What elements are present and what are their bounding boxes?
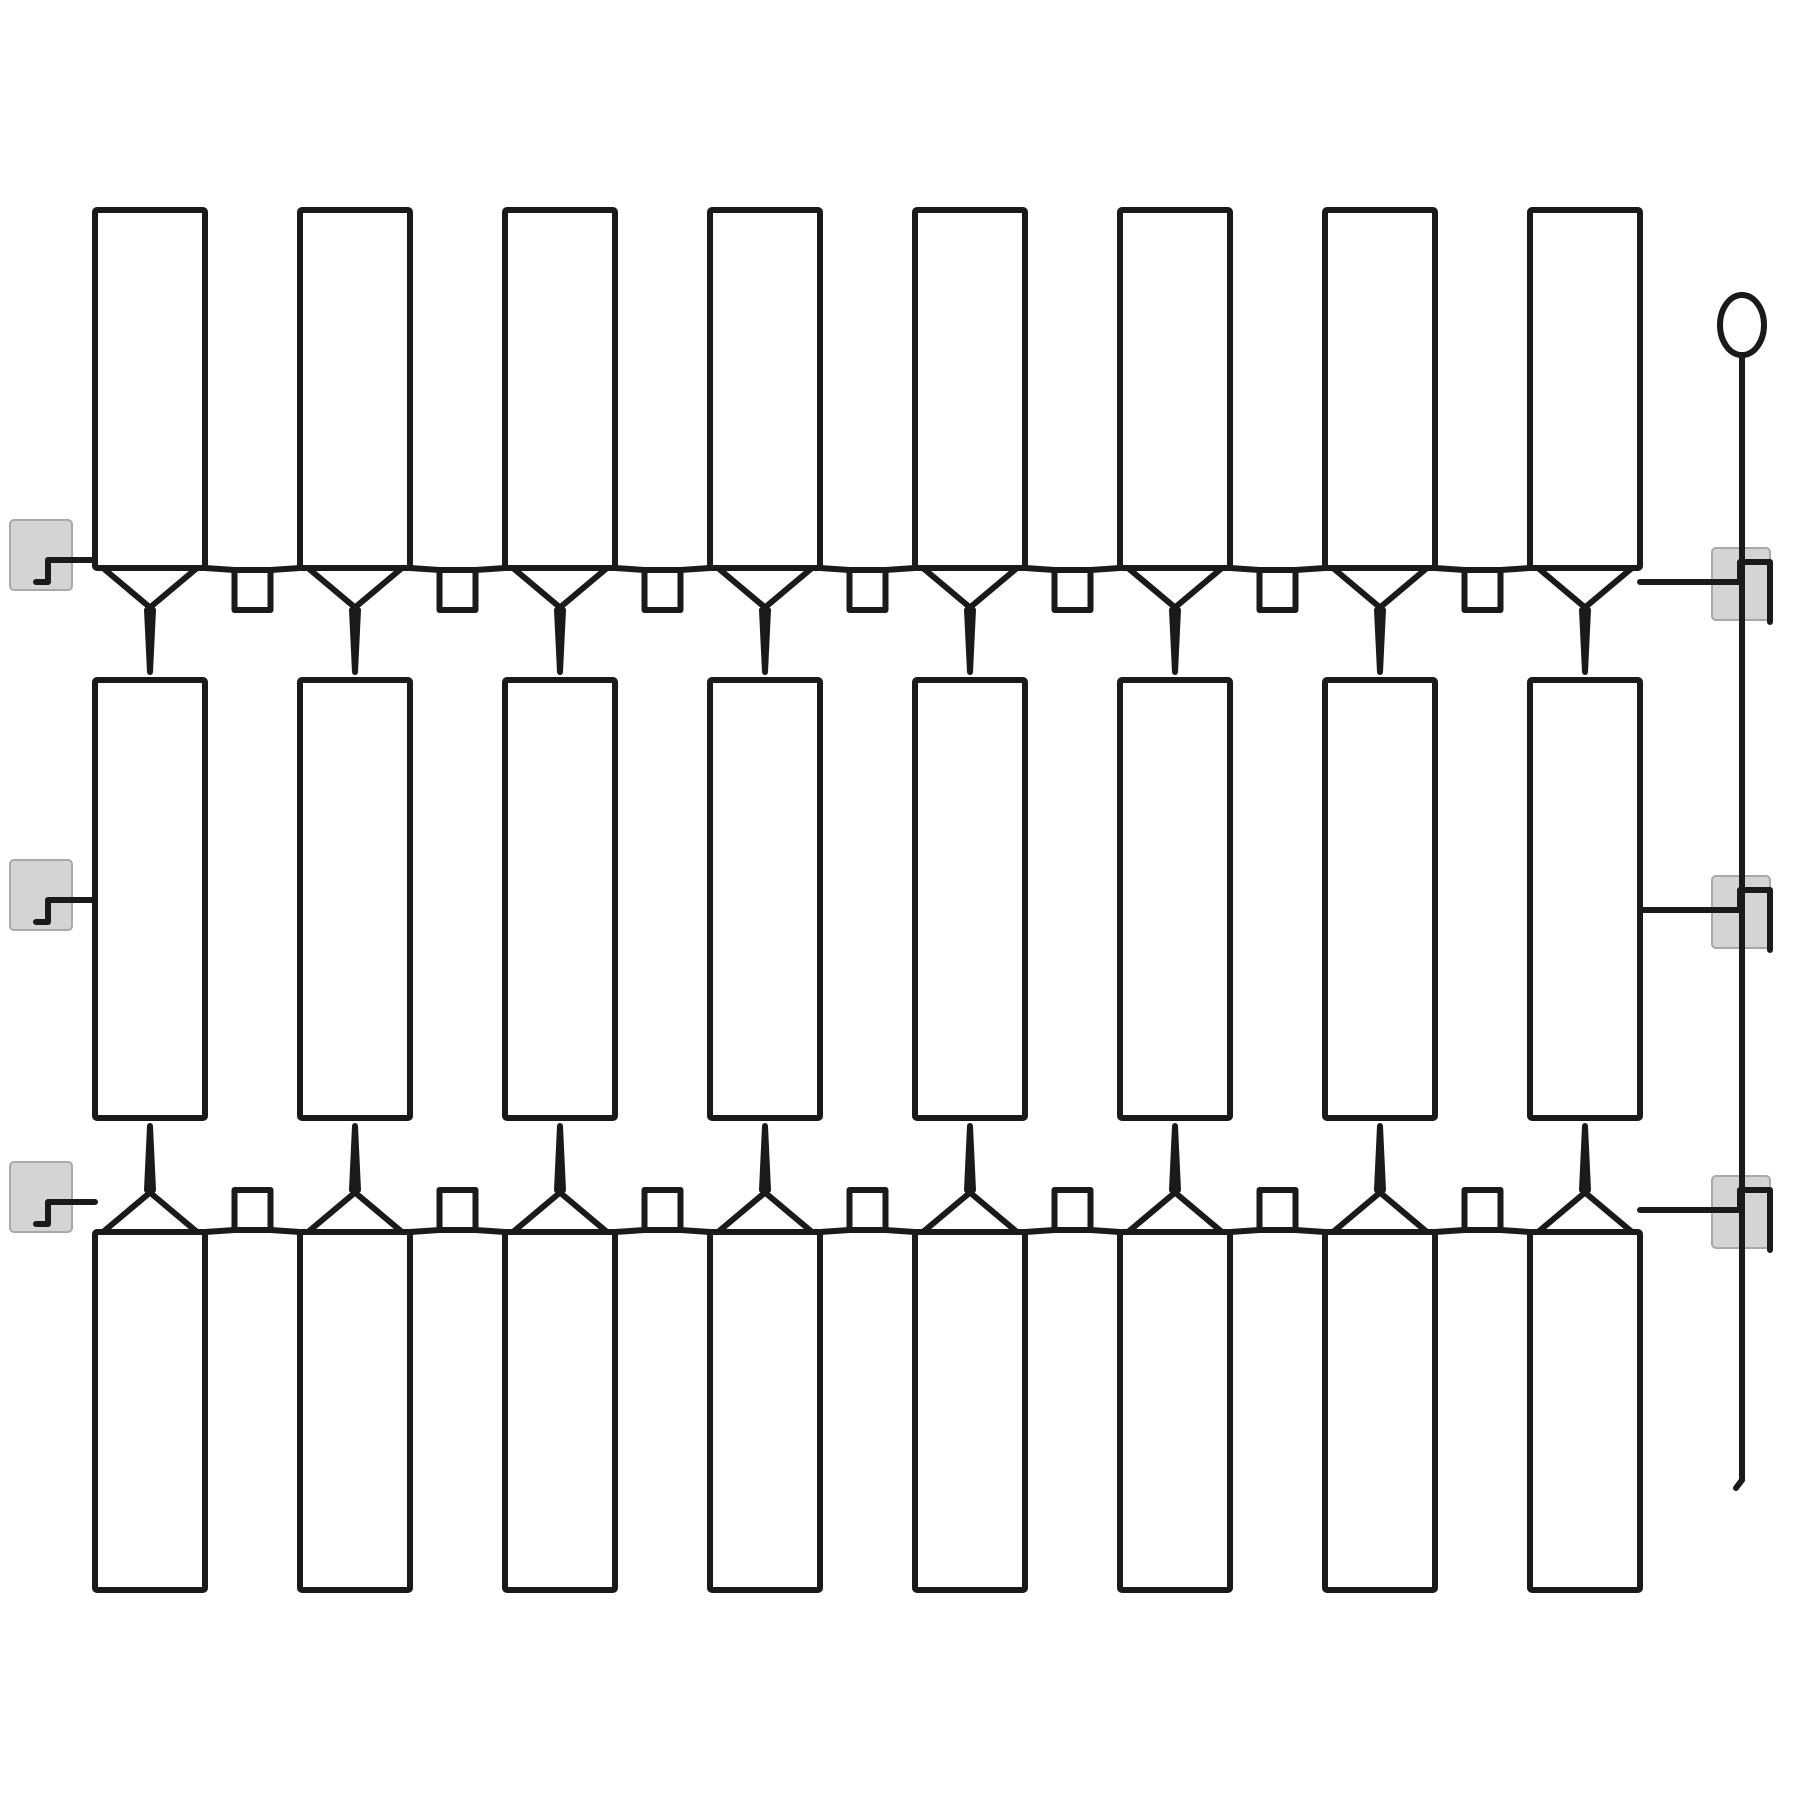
upper-link: [882, 565, 918, 573]
lower-link: [1022, 1227, 1058, 1235]
upper-v-connector: [510, 565, 610, 675]
upper-clip: [846, 567, 889, 613]
upper-link: [202, 565, 238, 573]
middle-rail-loop: [1322, 677, 1438, 1121]
bottom-rail-loop: [297, 1229, 413, 1593]
upper-link: [817, 565, 853, 573]
lower-clip: [1051, 1187, 1094, 1233]
upper-clip: [436, 567, 479, 613]
lower-link: [407, 1227, 443, 1235]
upper-link: [1022, 565, 1058, 573]
latch-rod: [1717, 292, 1767, 1491]
lower-v-connector: [1125, 1123, 1225, 1235]
upper-v-connector: [715, 565, 815, 675]
bottom-rail-loop: [1117, 1229, 1233, 1593]
lower-v-connector: [510, 1123, 610, 1235]
bottom-rail-loop: [912, 1229, 1028, 1593]
lower-link: [612, 1227, 648, 1235]
upper-link: [1497, 565, 1533, 573]
upper-clip: [1461, 567, 1504, 613]
left-bracket-plate: [9, 1161, 73, 1233]
lower-link: [472, 1227, 508, 1235]
lower-v-connector: [1330, 1123, 1430, 1235]
top-rail-loop: [502, 207, 618, 571]
upper-clip: [1256, 567, 1299, 613]
lower-clip: [1461, 1187, 1504, 1233]
lower-clip: [1256, 1187, 1299, 1233]
upper-link: [1292, 565, 1328, 573]
lower-link: [267, 1227, 303, 1235]
left-bracket-plate: [9, 519, 73, 591]
middle-rail-loop: [297, 677, 413, 1121]
middle-rail-loop: [912, 677, 1028, 1121]
upper-link: [612, 565, 648, 573]
upper-clip: [1051, 567, 1094, 613]
middle-rail-loop: [1527, 677, 1643, 1121]
left-hook-wire: [33, 1199, 98, 1227]
top-rail-loop: [92, 207, 208, 571]
upper-link: [677, 565, 713, 573]
bottom-rail-loop: [502, 1229, 618, 1593]
upper-link: [407, 565, 443, 573]
middle-rail-loop: [502, 677, 618, 1121]
upper-link: [267, 565, 303, 573]
lower-link: [882, 1227, 918, 1235]
lower-clip: [436, 1187, 479, 1233]
lower-link: [202, 1227, 238, 1235]
top-rail-loop: [1117, 207, 1233, 571]
upper-link: [1432, 565, 1468, 573]
upper-link: [472, 565, 508, 573]
lower-link: [817, 1227, 853, 1235]
lower-v-connector: [715, 1123, 815, 1235]
lower-clip: [641, 1187, 684, 1233]
upper-v-connector: [100, 565, 200, 675]
upper-link: [1227, 565, 1263, 573]
middle-rail-loop: [1117, 677, 1233, 1121]
lower-link: [1227, 1227, 1263, 1235]
upper-v-connector: [1535, 565, 1635, 675]
bottom-rail-loop: [92, 1229, 208, 1593]
upper-v-connector: [305, 565, 405, 675]
lower-link: [677, 1227, 713, 1235]
lower-v-connector: [1535, 1123, 1635, 1235]
lower-v-connector: [100, 1123, 200, 1235]
left-bracket-plate: [9, 859, 73, 931]
left-hook-wire: [33, 897, 98, 925]
lower-clip: [846, 1187, 889, 1233]
lower-link: [1432, 1227, 1468, 1235]
top-rail-loop: [707, 207, 823, 571]
upper-v-connector: [1125, 565, 1225, 675]
left-hook-wire: [33, 557, 98, 585]
bottom-rail-loop: [707, 1229, 823, 1593]
top-rail-loop: [912, 207, 1028, 571]
lower-v-connector: [305, 1123, 405, 1235]
upper-link: [1087, 565, 1123, 573]
lower-v-connector: [920, 1123, 1020, 1235]
latch-rod-tip: [1733, 1477, 1745, 1491]
upper-clip: [641, 567, 684, 613]
top-rail-loop: [1322, 207, 1438, 571]
lower-link: [1292, 1227, 1328, 1235]
upper-v-connector: [920, 565, 1020, 675]
lower-link: [1497, 1227, 1533, 1235]
lower-clip: [231, 1187, 274, 1233]
middle-rail-loop: [707, 677, 823, 1121]
top-rail-loop: [1527, 207, 1643, 571]
lower-link: [1087, 1227, 1123, 1235]
upper-clip: [231, 567, 274, 613]
upper-v-connector: [1330, 565, 1430, 675]
bottom-rail-loop: [1322, 1229, 1438, 1593]
top-rail-loop: [297, 207, 413, 571]
bottom-rail-loop: [1527, 1229, 1643, 1593]
